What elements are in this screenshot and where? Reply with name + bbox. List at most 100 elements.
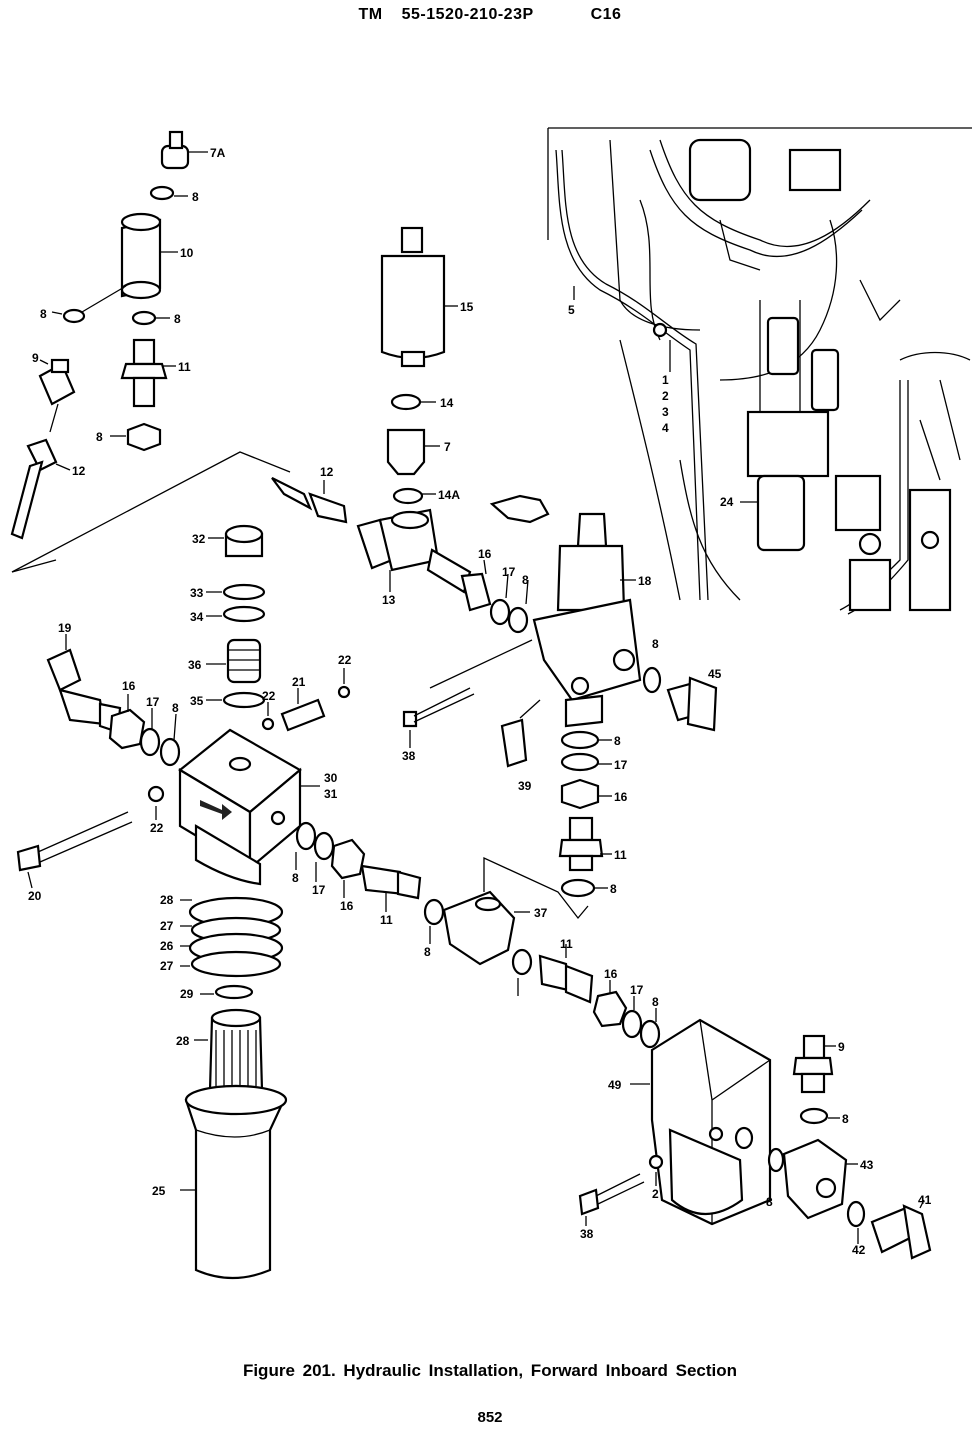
pointing-hand-icon	[489, 494, 550, 524]
callout: 22	[150, 821, 164, 835]
callout: 11	[380, 913, 393, 927]
callout: 13	[382, 593, 396, 607]
installation-photo-inset	[547, 127, 972, 622]
callout: 8	[174, 312, 181, 326]
valve-lower-stack	[558, 730, 612, 898]
callout: 38	[580, 1227, 594, 1241]
valve-assembly	[429, 512, 642, 728]
callout: 45	[708, 667, 722, 681]
callout: 8	[424, 945, 431, 959]
callout: 16	[478, 547, 492, 561]
routing-leader	[11, 451, 291, 573]
callout: 14	[440, 396, 454, 410]
callout: 39	[518, 779, 532, 793]
filter-assembly-top	[380, 226, 550, 524]
callout: 28	[176, 1034, 190, 1048]
callout: 8	[40, 307, 47, 321]
callout: 8	[522, 573, 529, 587]
header-change: C16	[590, 6, 622, 23]
callout: 26	[160, 939, 174, 953]
callout: 5	[568, 303, 575, 317]
callout: 3	[662, 405, 669, 419]
callout: 2	[652, 1187, 659, 1201]
callout: 9	[32, 351, 39, 365]
callout: 8	[96, 430, 103, 444]
figure-caption: Figure 201. Hydraulic Installation, Forw…	[242, 1361, 738, 1380]
callout: 7A	[210, 146, 226, 160]
washer-8	[642, 666, 662, 694]
callout: 8	[652, 637, 659, 651]
callout: 8	[766, 1195, 773, 1209]
callout: 9	[838, 1040, 845, 1054]
page-header: TM 55-1520-210-23P C16	[0, 6, 980, 24]
callout: 8	[652, 995, 659, 1009]
bolt-38-upper	[402, 710, 418, 728]
callout: 11	[178, 360, 191, 374]
callout: 14A	[438, 488, 460, 502]
callout: 32	[192, 532, 206, 546]
callout: 17	[614, 758, 628, 772]
washer-22-lower	[147, 785, 165, 803]
bolt-38-lower	[578, 1188, 600, 1216]
callout: 28	[160, 893, 174, 907]
page-number: 852	[477, 1409, 503, 1426]
cap-spring-stack	[206, 524, 266, 709]
callout: 7	[444, 440, 451, 454]
callout: 43	[860, 1158, 874, 1172]
callout: 31	[324, 787, 338, 801]
callout: 22	[262, 689, 276, 703]
callout: 18	[638, 574, 652, 588]
callout: 10	[180, 246, 194, 260]
callout: 42	[852, 1243, 866, 1257]
callout-labels: 7A 8 10 8 8 9 11 8 12 15 14 7 14A 12 32 …	[28, 146, 932, 1257]
actuator-body-49	[630, 1018, 772, 1226]
callout: 11	[614, 848, 627, 862]
callout: 12	[72, 464, 86, 478]
callout: 17	[630, 983, 644, 997]
washer-22-mid	[261, 717, 275, 731]
tee-37	[442, 890, 516, 966]
header-manual: TM	[358, 6, 383, 23]
washer-8-mid	[423, 898, 445, 926]
callout: 8	[292, 871, 299, 885]
callout: 27	[160, 919, 174, 933]
callout: 41	[918, 1193, 932, 1207]
callout: 29	[180, 987, 194, 1001]
callout: 16	[604, 967, 618, 981]
header-tm-number: 55-1520-210-23P	[401, 6, 534, 23]
callout: 8	[842, 1112, 849, 1126]
lower-fitting-chain	[511, 944, 661, 1049]
flow-arrow-icon	[200, 800, 232, 820]
washer-2	[648, 1154, 664, 1170]
callout: 16	[614, 790, 628, 804]
callout: 8	[614, 734, 621, 748]
callout: 20	[28, 889, 42, 903]
callout: 1	[662, 373, 669, 387]
callout: 16	[340, 899, 354, 913]
callout: 36	[188, 658, 202, 672]
callout: 33	[190, 586, 204, 600]
plug-45	[686, 676, 718, 732]
callout: 4	[662, 421, 669, 435]
callout: 38	[402, 749, 416, 763]
callout: 37	[534, 906, 548, 920]
callout: 22	[338, 653, 352, 667]
callout: 21	[292, 675, 306, 689]
callout: 25	[152, 1184, 166, 1198]
callout: 16	[122, 679, 136, 693]
callout: 34	[190, 610, 204, 624]
elbow-fitting-group	[46, 634, 181, 767]
callout: 19	[58, 621, 72, 635]
tee-fitting-line	[271, 477, 529, 634]
callout: 15	[460, 300, 474, 314]
callout: 27	[160, 959, 174, 973]
callout: 17	[146, 695, 160, 709]
callout: 17	[502, 565, 516, 579]
callout: 8	[610, 882, 617, 896]
right-edge-fittings	[767, 1034, 932, 1260]
manifold-block	[178, 728, 320, 886]
callout: 35	[190, 694, 204, 708]
callout: 30	[324, 771, 338, 785]
callout: 8	[172, 701, 179, 715]
